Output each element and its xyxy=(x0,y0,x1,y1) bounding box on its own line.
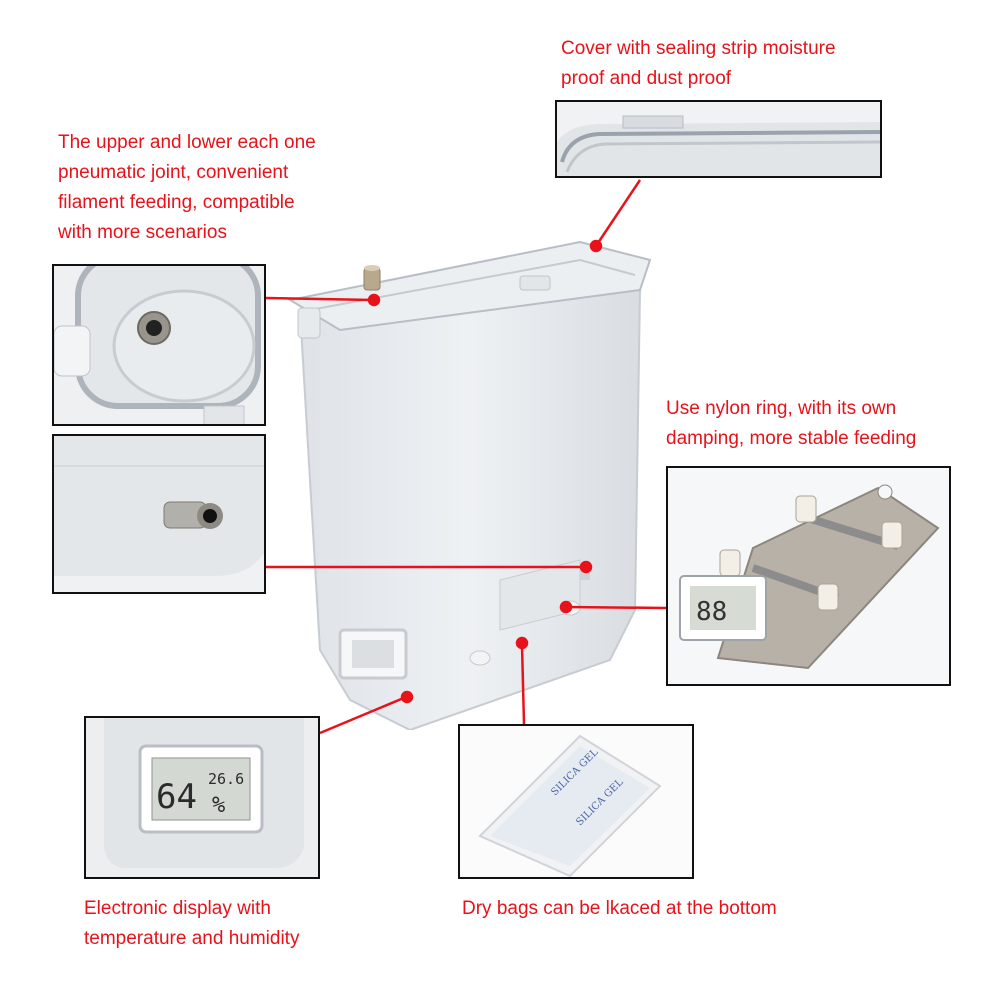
panel-nylon-holder: 88 xyxy=(666,466,951,686)
caption-cover-line-2: proof and dust proof xyxy=(561,68,732,89)
drybag-image: SILICA GEL SILICA GEL xyxy=(460,726,692,877)
cover-sealing-image xyxy=(557,102,880,176)
caption-pneumatic-line-3: filament feeding, compatible xyxy=(58,192,295,213)
lcd-temperature: 26.6 xyxy=(208,770,244,788)
caption-pneumatic: The upper and lower each one pneumatic j… xyxy=(58,128,316,248)
caption-drybag-line-1: Dry bags can be lkaced at the bottom xyxy=(462,898,777,919)
panel-cover-detail xyxy=(555,100,882,178)
side-joint-image xyxy=(54,436,264,592)
caption-nylon: Use nylon ring, with its own damping, mo… xyxy=(666,394,916,454)
panel-display: 64 26.6 % xyxy=(84,716,320,879)
top-pneumatic-joint xyxy=(363,267,381,291)
caption-nylon-line-1: Use nylon ring, with its own xyxy=(666,398,897,419)
lcd-humidity: 64 xyxy=(156,777,197,817)
caption-display: Electronic display with temperature and … xyxy=(84,894,299,954)
nylon-holder-image: 88 xyxy=(668,468,949,684)
display-image: 64 26.6 % xyxy=(86,718,318,877)
caption-display-line-2: temperature and humidity xyxy=(84,928,300,949)
caption-pneumatic-line-1: The upper and lower each one xyxy=(58,132,316,153)
caption-display-line-1: Electronic display with xyxy=(84,898,271,919)
dry-box-illustration xyxy=(287,240,652,730)
lcd-screen xyxy=(151,757,251,821)
panel-side-joint xyxy=(52,434,266,594)
nylon-ring xyxy=(795,495,817,523)
mini-display-digits: 88 xyxy=(696,597,727,627)
caption-drybag: Dry bags can be lkaced at the bottom xyxy=(462,894,777,924)
lcd-unit: % xyxy=(212,793,225,818)
top-joint-image xyxy=(54,266,264,424)
caption-pneumatic-line-2: pneumatic joint, convenient xyxy=(58,162,289,183)
caption-pneumatic-line-4: with more scenarios xyxy=(58,222,227,243)
caption-nylon-line-2: damping, more stable feeding xyxy=(666,428,917,449)
caption-cover: Cover with sealing strip moisture proof … xyxy=(561,34,836,94)
panel-top-joint xyxy=(52,264,266,426)
panel-drybag: SILICA GEL SILICA GEL xyxy=(458,724,694,879)
caption-cover-line-1: Cover with sealing strip moisture xyxy=(561,38,836,59)
